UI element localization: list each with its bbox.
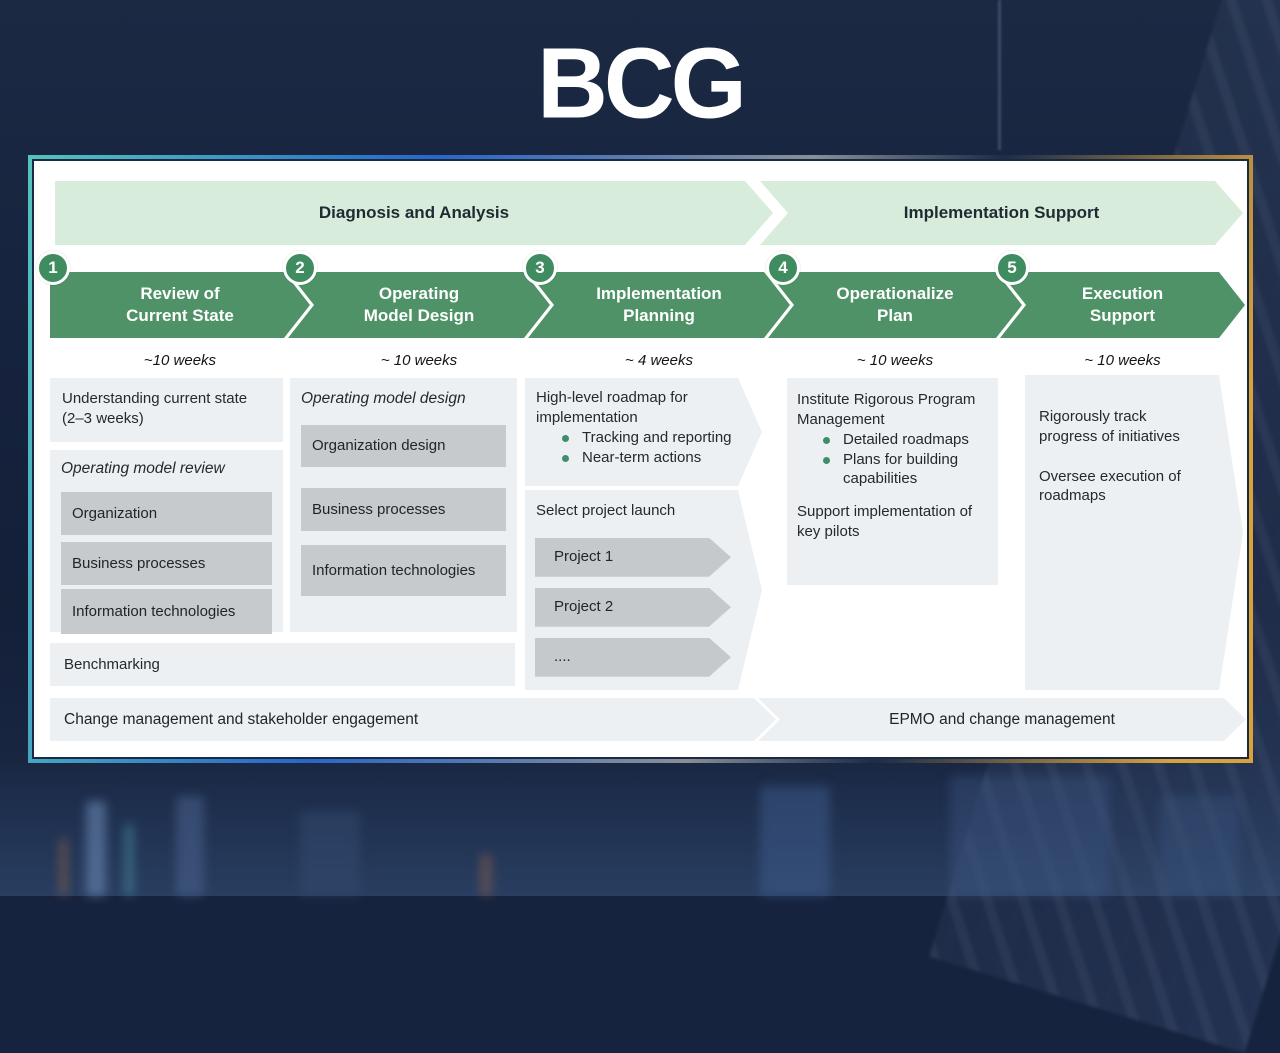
phase-duration-2: ~ 10 weeks	[380, 352, 458, 369]
bullet-row: Near-term actions	[536, 448, 734, 468]
box-understanding-current-state: Understanding current state (2–3 weeks)	[50, 378, 283, 442]
item-organization: Organization	[61, 492, 272, 536]
phase-title: Review of Current State	[126, 283, 234, 325]
project-arrow-2: Project 2	[535, 588, 731, 627]
light-streak	[176, 796, 204, 896]
item-information-technologies: Information technologies	[301, 545, 506, 597]
bullet-row: Plans for building capabilities	[797, 450, 988, 490]
operating-model-review-header: Operating model review	[61, 460, 225, 477]
light-streak	[300, 811, 360, 896]
operating-model-design-header: Operating model design	[301, 390, 466, 407]
bullet-text: Plans for building capabilities	[843, 450, 959, 488]
banner-implementation-label: Implementation Support	[903, 203, 1100, 222]
city-lights-band	[0, 756, 1280, 896]
bullet-text: Detailed roadmaps	[843, 430, 969, 448]
project-arrow-more: ....	[535, 638, 731, 677]
oversee-text: Oversee execution of roadmaps	[1039, 467, 1181, 505]
arrow-change-management: Change management and stakeholder engage…	[50, 698, 776, 741]
project-arrow-1: Project 1	[535, 538, 731, 577]
light-streak	[86, 801, 106, 896]
item-information-technologies: Information technologies	[61, 589, 272, 635]
box-select-project-launch: Select project launch Project 1 Project …	[525, 490, 762, 690]
arrow-epmo: EPMO and change management	[758, 698, 1246, 741]
phase-title: Execution Support	[1081, 283, 1164, 325]
box-highlevel-roadmap: High-level roadmap for implementation Tr…	[525, 378, 762, 486]
bullet-icon	[823, 436, 830, 444]
phase-number-badge-4: 4	[766, 251, 800, 285]
phase-chevron-execution: Execution Support	[1000, 272, 1245, 338]
slide-frame: Diagnosis and Analysis Implementation Su…	[28, 155, 1253, 763]
phase-chevron-planning: Implementation Planning	[528, 272, 790, 338]
phase-duration-3: ~ 4 weeks	[625, 352, 693, 369]
light-streak	[480, 854, 492, 896]
bullet-text: Near-term actions	[582, 448, 702, 466]
phase-number-badge-3: 3	[523, 251, 557, 285]
light-streak	[60, 838, 67, 896]
phase-number-badge-5: 5	[995, 251, 1029, 285]
phase-number-badge-2: 2	[283, 251, 317, 285]
banner-diagnosis-analysis: Diagnosis and Analysis	[55, 181, 773, 245]
slide-frame-inner: Diagnosis and Analysis Implementation Su…	[32, 159, 1249, 759]
track-progress-text: Rigorously track progress of initiatives	[1039, 408, 1180, 445]
phase-chevron-design: Operating Model Design	[288, 272, 550, 338]
item-organization-design: Organization design	[301, 425, 506, 468]
item-business-processes: Business processes	[301, 488, 506, 532]
bullet-icon	[562, 435, 569, 442]
box-program-management: Institute Rigorous Program Management De…	[787, 378, 998, 585]
box-benchmarking: Benchmarking	[50, 643, 515, 686]
phase-duration-4: ~ 10 weeks	[856, 352, 934, 369]
program-title: Institute Rigorous Program Management	[797, 391, 976, 428]
phase-chevron-operationalize: Operationalize Plan	[768, 272, 1022, 338]
bullet-row: Detailed roadmaps	[797, 430, 988, 450]
light-streak	[124, 824, 134, 896]
background-light-line	[998, 0, 1001, 150]
banner-implementation-support: Implementation Support	[760, 181, 1243, 245]
bullet-icon	[823, 456, 830, 464]
bullet-icon	[562, 455, 569, 462]
bullet-text: Tracking and reporting	[582, 428, 732, 446]
box-execution-support: Rigorously track progress of initiatives…	[1025, 375, 1243, 690]
box-operating-model-design: Operating model design Organization desi…	[290, 378, 517, 632]
phase-title: Implementation Planning	[596, 283, 722, 325]
light-streak	[950, 776, 1110, 896]
bcg-logo: BCG	[537, 26, 747, 140]
phase-title: Operationalize Plan	[836, 283, 954, 325]
phase-chevron-review: Review of Current State	[50, 272, 310, 338]
select-project-title: Select project launch	[536, 502, 676, 519]
phase-duration-1: ~10 weeks	[143, 352, 217, 369]
item-business-processes: Business processes	[61, 542, 272, 586]
phase-duration-5: ~ 10 weeks	[1084, 352, 1161, 369]
phase-title: Operating Model Design	[363, 283, 475, 325]
box-operating-model-review: Operating model review Organization Busi…	[50, 450, 283, 635]
phase-number-badge-1: 1	[36, 251, 70, 285]
light-streak	[760, 786, 830, 896]
roadmap-title: High-level roadmap for implementation	[536, 389, 688, 426]
light-streak	[1160, 796, 1240, 896]
pilots-text: Support implementation of key pilots	[797, 503, 973, 541]
bullet-row: Tracking and reporting	[536, 428, 734, 448]
banner-diagnosis-label: Diagnosis and Analysis	[318, 203, 510, 222]
slide-canvas: Diagnosis and Analysis Implementation Su…	[34, 161, 1247, 757]
